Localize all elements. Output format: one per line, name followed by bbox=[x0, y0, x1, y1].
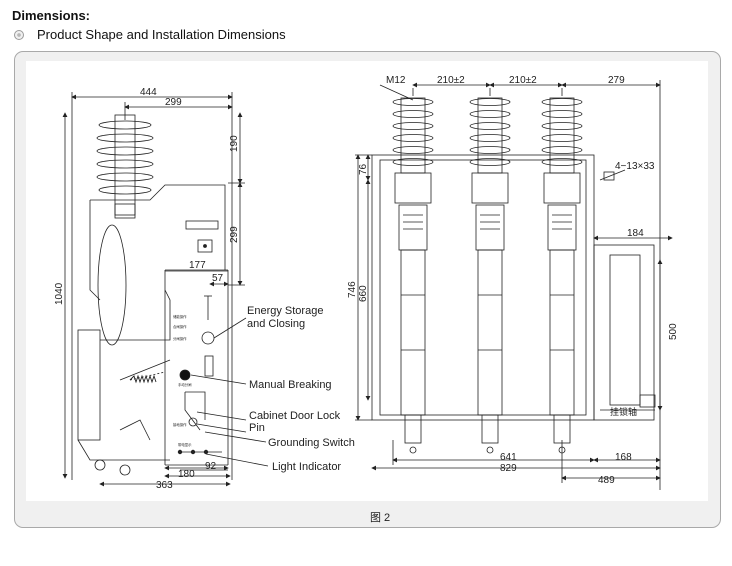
pole-tube bbox=[549, 249, 575, 416]
dim-1040: 1040 bbox=[54, 282, 65, 305]
pole-mechanism bbox=[475, 204, 505, 251]
insulator-shed bbox=[541, 110, 583, 118]
dim-641: 641 bbox=[500, 452, 517, 463]
callout-door-lock-line1: Cabinet Door Lock bbox=[249, 410, 341, 422]
dim-299-top: 299 bbox=[165, 97, 182, 108]
pole-mechanism bbox=[398, 204, 428, 251]
insulator-shed bbox=[392, 146, 434, 154]
insulator-shed bbox=[469, 158, 511, 166]
pole-3 bbox=[541, 88, 583, 454]
dim-746: 746 bbox=[347, 281, 358, 298]
insulator-shed bbox=[392, 158, 434, 166]
pole-tube bbox=[477, 249, 503, 416]
insulator-body bbox=[549, 97, 575, 174]
dim-holes: 4−13×33 bbox=[615, 161, 655, 172]
insulator-body bbox=[477, 97, 503, 174]
insulator-shed bbox=[469, 146, 511, 154]
dim-299-right: 299 bbox=[229, 226, 240, 243]
pole-head bbox=[471, 172, 509, 204]
side-view bbox=[62, 92, 269, 487]
figure-caption: 图 2 bbox=[370, 512, 391, 524]
pole-bottom-contact bbox=[404, 414, 422, 444]
pole-bolt bbox=[486, 446, 494, 454]
pole-spring bbox=[552, 214, 572, 230]
dim-92: 92 bbox=[205, 461, 217, 472]
callout-energy-storage-line1: Energy Storage bbox=[247, 305, 323, 317]
dim-444: 444 bbox=[140, 87, 157, 98]
insulator-shed bbox=[392, 134, 434, 142]
dim-m12: M12 bbox=[386, 75, 406, 86]
panel-label-3: 分闸操作 bbox=[173, 336, 187, 341]
dim-660: 660 bbox=[358, 285, 369, 302]
dim-363: 363 bbox=[156, 480, 173, 491]
panel-label-6: 带电显示 bbox=[178, 442, 192, 447]
dim-279: 279 bbox=[608, 75, 625, 86]
dim-210-a: 210±2 bbox=[437, 75, 465, 86]
pole-spring bbox=[403, 214, 423, 230]
dim-168: 168 bbox=[615, 452, 632, 463]
dim-210-b: 210±2 bbox=[509, 75, 537, 86]
section-heading: Dimensions: bbox=[12, 8, 91, 23]
insulator-shed bbox=[469, 134, 511, 142]
panel-label-1: 储能操作 bbox=[173, 314, 187, 319]
insulator-shed bbox=[469, 122, 511, 130]
pole-group bbox=[392, 88, 583, 454]
dim-190: 190 bbox=[229, 135, 240, 152]
dim-829: 829 bbox=[500, 463, 517, 474]
callout-light-indicator: Light Indicator bbox=[272, 461, 341, 473]
insulator-shed bbox=[392, 122, 434, 130]
pole-head bbox=[394, 172, 432, 204]
dim-184: 184 bbox=[627, 228, 644, 239]
pole-bolt bbox=[558, 446, 566, 454]
pole-head bbox=[543, 172, 581, 204]
callout-grounding-switch: Grounding Switch bbox=[268, 437, 355, 449]
panel-label-2: 合闸操作 bbox=[173, 324, 187, 329]
pole-spring bbox=[480, 214, 500, 230]
insulator-shed bbox=[469, 110, 511, 118]
dim-76: 76 bbox=[358, 163, 369, 175]
insulator-shed bbox=[469, 98, 511, 106]
dim-177: 177 bbox=[189, 260, 206, 271]
pole-mechanism bbox=[547, 204, 577, 251]
pole-bottom-contact bbox=[553, 414, 571, 444]
insulator-shed bbox=[392, 98, 434, 106]
dim-180: 180 bbox=[178, 469, 195, 480]
callout-energy-storage-line2: and Closing bbox=[247, 318, 305, 330]
subheading-row: Product Shape and Installation Dimension… bbox=[14, 27, 286, 42]
dim-500: 500 bbox=[668, 323, 679, 340]
bullet-icon bbox=[14, 29, 24, 40]
dim-57: 57 bbox=[212, 273, 224, 284]
pole-bolt bbox=[409, 446, 417, 454]
callout-manual-breaking: Manual Breaking bbox=[249, 379, 332, 391]
axis-label: 挂锁轴 bbox=[610, 406, 637, 417]
insulator-shed bbox=[541, 98, 583, 106]
pole-bottom-contact bbox=[481, 414, 499, 444]
pole-tube bbox=[400, 249, 426, 416]
insulator-shed bbox=[541, 134, 583, 142]
subheading: Product Shape and Installation Dimension… bbox=[37, 27, 286, 42]
pole-1 bbox=[392, 88, 434, 454]
insulator-shed bbox=[541, 122, 583, 130]
pole-2 bbox=[469, 88, 511, 454]
insulator-shed bbox=[541, 158, 583, 166]
panel-label-5: 接地操作 bbox=[173, 422, 187, 427]
insulator-body bbox=[400, 97, 426, 174]
insulator-shed bbox=[541, 146, 583, 154]
panel-label-4: 手动分闸 bbox=[178, 382, 192, 387]
insulator-shed bbox=[392, 110, 434, 118]
front-view bbox=[355, 80, 673, 490]
callout-door-lock-line2: Pin bbox=[249, 422, 265, 434]
dim-489: 489 bbox=[598, 475, 615, 486]
